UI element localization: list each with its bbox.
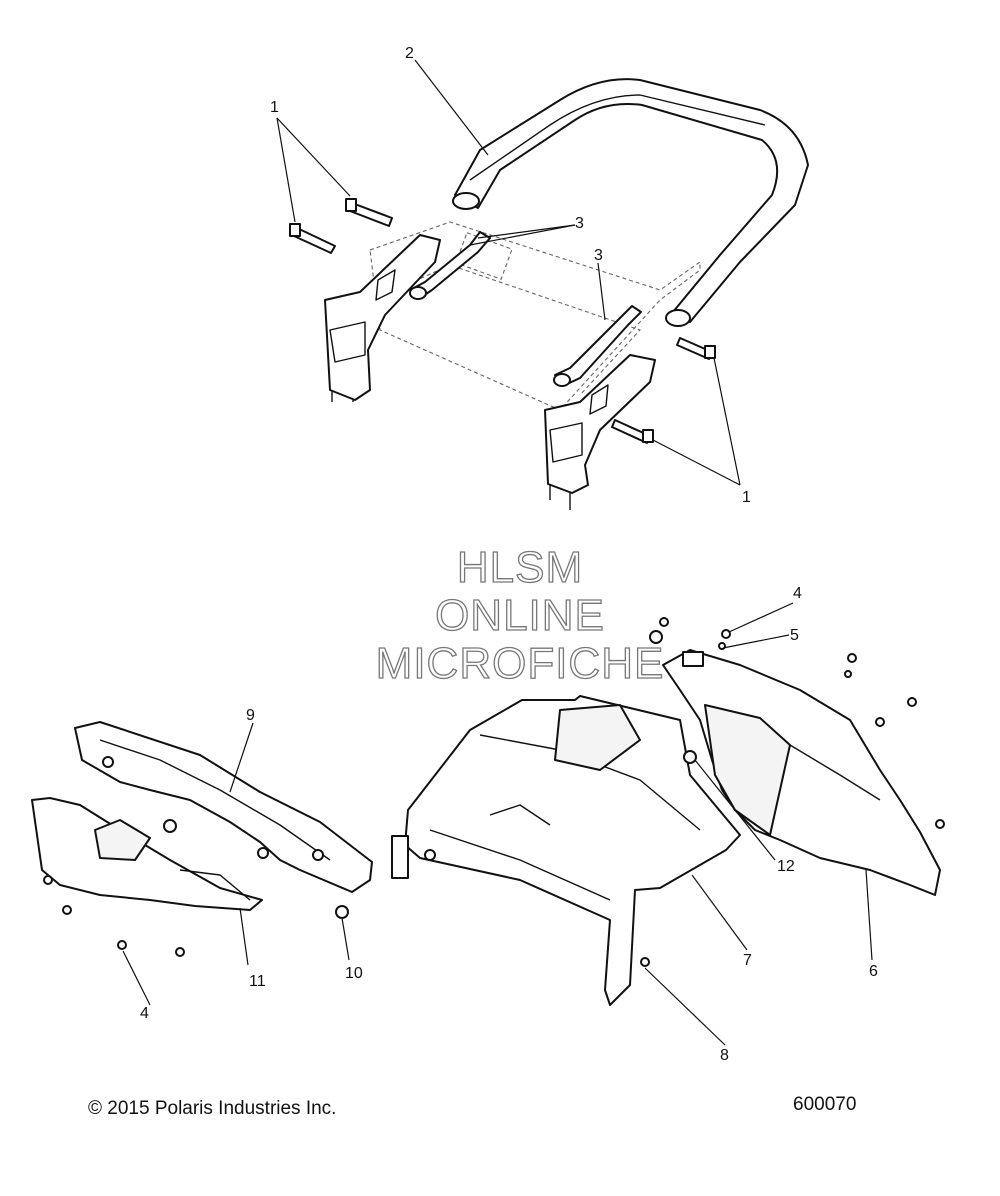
panel-part-11 bbox=[31, 797, 263, 911]
callout-10: 10 bbox=[345, 965, 363, 982]
callout-1-top: 1 bbox=[270, 99, 279, 116]
panel-part-9 bbox=[74, 721, 373, 893]
callout-4-bottom: 4 bbox=[140, 1005, 149, 1022]
callout-3-left: 3 bbox=[575, 215, 584, 232]
bracket-left bbox=[324, 234, 441, 402]
watermark: HLSM ONLINE MICROFICHE bbox=[375, 542, 665, 688]
leader-lines-lower bbox=[122, 602, 873, 1046]
copyright-notice: © 2015 Polaris Industries Inc. bbox=[88, 1098, 337, 1119]
callout-7: 7 bbox=[743, 952, 752, 969]
callout-3-right: 3 bbox=[594, 247, 603, 264]
strap-part-3-right bbox=[553, 305, 642, 387]
side-panel-part-6 bbox=[662, 649, 941, 896]
callout-4-top: 4 bbox=[793, 585, 802, 602]
callout-8: 8 bbox=[720, 1047, 729, 1064]
callout-1-bottom: 1 bbox=[742, 489, 751, 506]
roll-bar-part-2 bbox=[452, 78, 809, 327]
rear-body-part-7 bbox=[391, 695, 741, 1006]
callout-11: 11 bbox=[249, 973, 266, 990]
leader-lines-upper bbox=[276, 59, 741, 486]
callout-labels: 1 2 3 3 1 4 5 9 12 7 6 11 10 4 8 bbox=[140, 45, 878, 1064]
bracket-right bbox=[544, 354, 656, 510]
callout-12: 12 bbox=[777, 858, 795, 875]
callout-6: 6 bbox=[869, 963, 878, 980]
watermark-line-2: ONLINE bbox=[435, 591, 605, 640]
watermark-line-1: HLSM bbox=[457, 543, 583, 592]
callout-5: 5 bbox=[790, 627, 799, 644]
drawing-number: 600070 bbox=[793, 1094, 857, 1115]
bolts-part-1 bbox=[289, 198, 716, 444]
callout-2: 2 bbox=[405, 45, 414, 62]
watermark-line-3: MICROFICHE bbox=[376, 639, 665, 688]
callout-9: 9 bbox=[246, 707, 255, 724]
strap-part-3-left bbox=[409, 224, 576, 300]
